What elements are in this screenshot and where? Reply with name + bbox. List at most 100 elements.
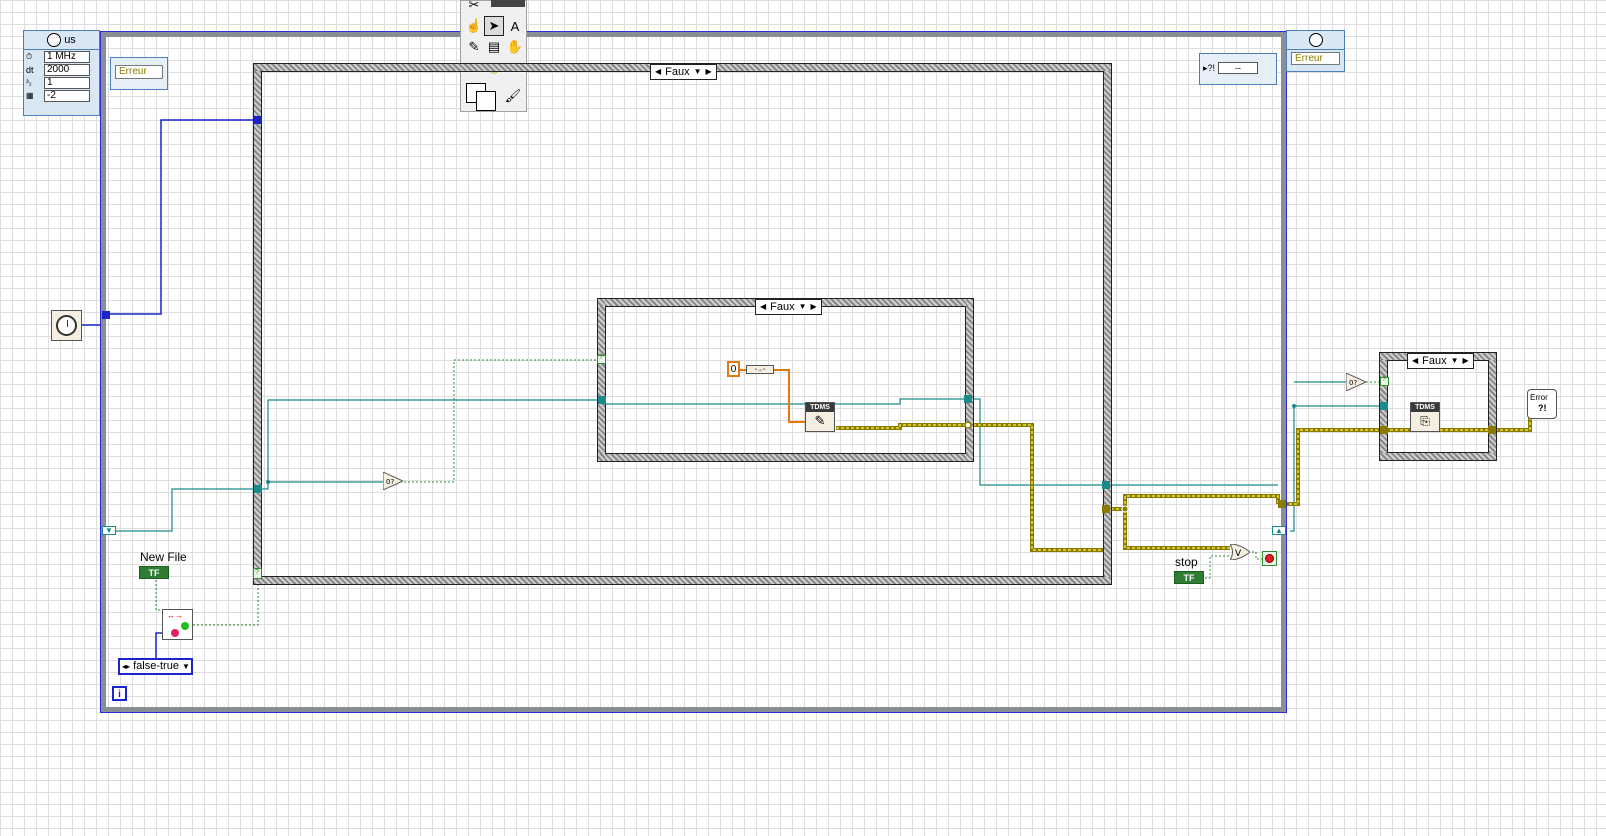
right-case-selector[interactable]: ◀ Faux ▼ ▶	[1407, 353, 1474, 369]
stop-label: stop	[1175, 555, 1198, 569]
color-swatch-icon[interactable]	[491, 0, 525, 7]
inner-case-value: Faux	[770, 301, 795, 313]
clock-node[interactable]	[51, 310, 82, 341]
position-tool-icon[interactable]: ➤	[484, 16, 504, 36]
timed-loop[interactable]	[100, 31, 1287, 713]
not-a-refnum-node[interactable]: 0?	[382, 471, 405, 491]
file-ref-shift-left[interactable]: ▼	[102, 526, 116, 535]
error-bang-icon: ?!	[1538, 403, 1547, 413]
clock-icon	[47, 33, 62, 47]
increment-arrow-icon[interactable]: ▶	[705, 67, 712, 76]
error-in-cluster[interactable]: Erreur	[110, 57, 168, 90]
stop-control[interactable]: TF	[1174, 571, 1204, 584]
increment-arrow-icon[interactable]: ▶	[1462, 356, 1469, 365]
stopwatch-hand-icon	[67, 320, 68, 327]
or-node[interactable]: V	[1229, 543, 1251, 561]
file-ref-tunnel-outer-out[interactable]	[1102, 481, 1110, 489]
dropdown-arrow-icon[interactable]: ▼	[798, 302, 807, 311]
increment-arrow-icon[interactable]: ▶	[810, 302, 817, 311]
right-error-tunnel-in[interactable]	[1380, 426, 1388, 434]
case-selector-terminal-outer[interactable]: ?	[253, 568, 262, 579]
inner-case-structure[interactable]	[598, 299, 973, 461]
tdms-write-node[interactable]: TDMS ✎	[805, 402, 835, 432]
timing-priority-value[interactable]: -2	[44, 89, 90, 102]
timing-unit-label: us	[64, 34, 76, 46]
new-file-label: New File	[140, 550, 187, 564]
new-file-control[interactable]: TF	[139, 566, 169, 579]
stopwatch-icon	[56, 315, 77, 336]
offset-icon: ³₂	[26, 78, 32, 87]
timing-cluster[interactable]: us ⏱ 1 MHz dt 2000 ³₂ 1 ▦ -2	[23, 30, 100, 116]
text-tool-icon[interactable]: A	[510, 18, 520, 34]
wiring-tool-icon[interactable]: ✎	[468, 39, 480, 54]
status-value: --	[1218, 62, 1259, 74]
close-file-icon: ⎘	[1420, 414, 1430, 428]
clock-icon-right	[1308, 33, 1323, 47]
timing-dt-value[interactable]: 2000	[44, 63, 90, 76]
timing-row-offset[interactable]: ³₂ 1	[24, 76, 99, 89]
dropdown-arrow-icon[interactable]: ▼	[182, 662, 190, 671]
iteration-terminal: i	[112, 686, 127, 701]
dropdown-arrow-icon[interactable]: ▼	[693, 67, 702, 76]
error-shift-right[interactable]	[1278, 500, 1286, 508]
outer-case-value: Faux	[665, 66, 690, 78]
auto-tool-icon[interactable]: ✂	[468, 0, 480, 12]
conversion-node[interactable]: ▫→▫	[746, 365, 774, 374]
timing-offset-value[interactable]: 1	[44, 76, 90, 89]
timing-source-value[interactable]: 1 MHz	[44, 50, 90, 63]
status-field[interactable]: ▸?! --	[1203, 62, 1273, 74]
right-case-value: Faux	[1422, 355, 1447, 367]
file-ref-tunnel-inner-out[interactable]	[964, 395, 972, 403]
pencil-icon: ✎	[814, 413, 826, 428]
status-cluster[interactable]: ▸?! --	[1199, 53, 1277, 85]
green-led-icon	[181, 622, 189, 630]
dt-label: dt	[26, 64, 34, 75]
timing-row-dt[interactable]: dt 2000	[24, 63, 99, 76]
shortcut-menu-tool-icon[interactable]: ▤	[487, 39, 501, 54]
error-tunnel-outer[interactable]	[1102, 505, 1110, 513]
error-handler-label: Error	[1530, 393, 1548, 402]
enum-arrows-icon: ◂▸	[122, 662, 131, 671]
inner-case-selector[interactable]: ◀ Faux ▼ ▶	[755, 299, 822, 315]
timing-tunnel[interactable]	[254, 116, 262, 124]
right-file-tunnel[interactable]	[1380, 402, 1388, 410]
scroll-tool-icon[interactable]: ✋	[506, 39, 524, 54]
operate-tool-icon[interactable]: ☝	[465, 18, 483, 33]
error-out-field[interactable]: Erreur	[1291, 52, 1340, 65]
svg-text:0?: 0?	[1349, 379, 1357, 387]
error-in-field[interactable]: Erreur	[115, 65, 163, 79]
enum-value: false-true	[133, 660, 179, 672]
outer-case-selector[interactable]: ◀ Faux ▼ ▶	[650, 64, 717, 80]
status-icon: ▸?!	[1203, 62, 1216, 73]
right-error-tunnel-out[interactable]	[1488, 426, 1496, 434]
decrement-arrow-icon[interactable]: ◀	[1412, 356, 1419, 365]
stop-sign-icon	[1265, 554, 1274, 563]
error-out-cluster[interactable]: Erreur	[1286, 30, 1345, 72]
stop-terminal[interactable]	[1262, 551, 1277, 566]
file-ref-tunnel-outer[interactable]	[254, 485, 262, 493]
case-selector-terminal-inner[interactable]: ?	[597, 354, 606, 364]
decrement-arrow-icon[interactable]: ◀	[760, 302, 767, 311]
mech-action-enum[interactable]: ◂▸ false-true ▼	[118, 658, 193, 675]
timing-cluster-header: us	[24, 31, 99, 50]
dropdown-arrow-icon[interactable]: ▼	[1450, 356, 1459, 365]
svg-text:V: V	[1235, 549, 1242, 559]
source-icon: ⏱	[26, 51, 33, 61]
tdms-write-title: TDMS	[806, 403, 834, 412]
arrow-icon: ↔→	[167, 611, 183, 620]
trigger-detect-node[interactable]: ↔→	[162, 609, 193, 640]
tdms-close-node[interactable]: TDMS ⎘	[1410, 402, 1440, 432]
timing-input-node[interactable]	[102, 311, 110, 319]
file-ref-wire-right	[1290, 405, 1384, 532]
numeric-constant[interactable]: 0	[727, 361, 740, 377]
timing-row-priority[interactable]: ▦ -2	[24, 89, 99, 102]
cpu-icon: ▦	[26, 91, 34, 100]
error-handler-node[interactable]: Error ?!	[1527, 389, 1557, 419]
file-ref-shift-right[interactable]: ▲	[1272, 526, 1286, 535]
not-a-refnum-node-right[interactable]: 0?	[1345, 372, 1368, 392]
file-ref-tunnel-inner[interactable]	[598, 396, 606, 404]
timing-row-source[interactable]: ⏱ 1 MHz	[24, 50, 99, 63]
decrement-arrow-icon[interactable]: ◀	[655, 67, 662, 76]
case-selector-terminal-right[interactable]: ?	[1380, 376, 1389, 386]
error-out-header	[1287, 31, 1344, 50]
